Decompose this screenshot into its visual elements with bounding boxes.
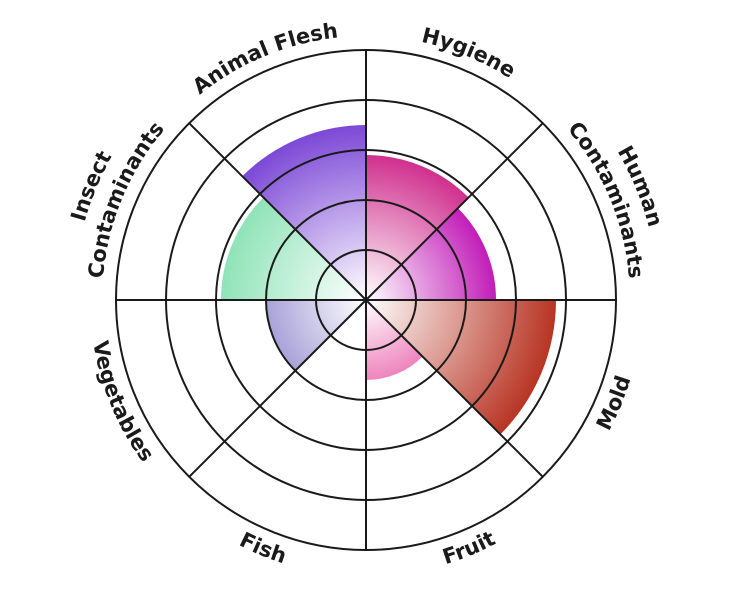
label-fish: Fish (236, 528, 290, 569)
sector-mold (366, 300, 556, 435)
sector-animal-flesh (242, 125, 366, 300)
sector-insect-contaminants (221, 197, 366, 300)
sector-hygiene (366, 155, 469, 300)
sector-vegetables (266, 300, 366, 371)
label-line: Fruit (440, 526, 499, 569)
sectors (221, 125, 556, 435)
label-line: Mold (592, 373, 636, 434)
grid-spoke (188, 299, 367, 478)
label-fruit: Fruit (440, 526, 499, 569)
grid-spoke (188, 122, 367, 301)
label-line: Animal Flesh (188, 18, 339, 98)
label-line: Fish (236, 528, 290, 569)
grid-spoke (365, 299, 544, 478)
label-line: Hygiene (420, 23, 520, 83)
label-animal-flesh: Animal Flesh (188, 18, 339, 98)
grid-spoke (365, 122, 544, 301)
sector-fruit (366, 300, 423, 380)
grid (115, 49, 617, 551)
label-mold: Mold (592, 373, 636, 434)
label-hygiene: Hygiene (420, 23, 520, 83)
